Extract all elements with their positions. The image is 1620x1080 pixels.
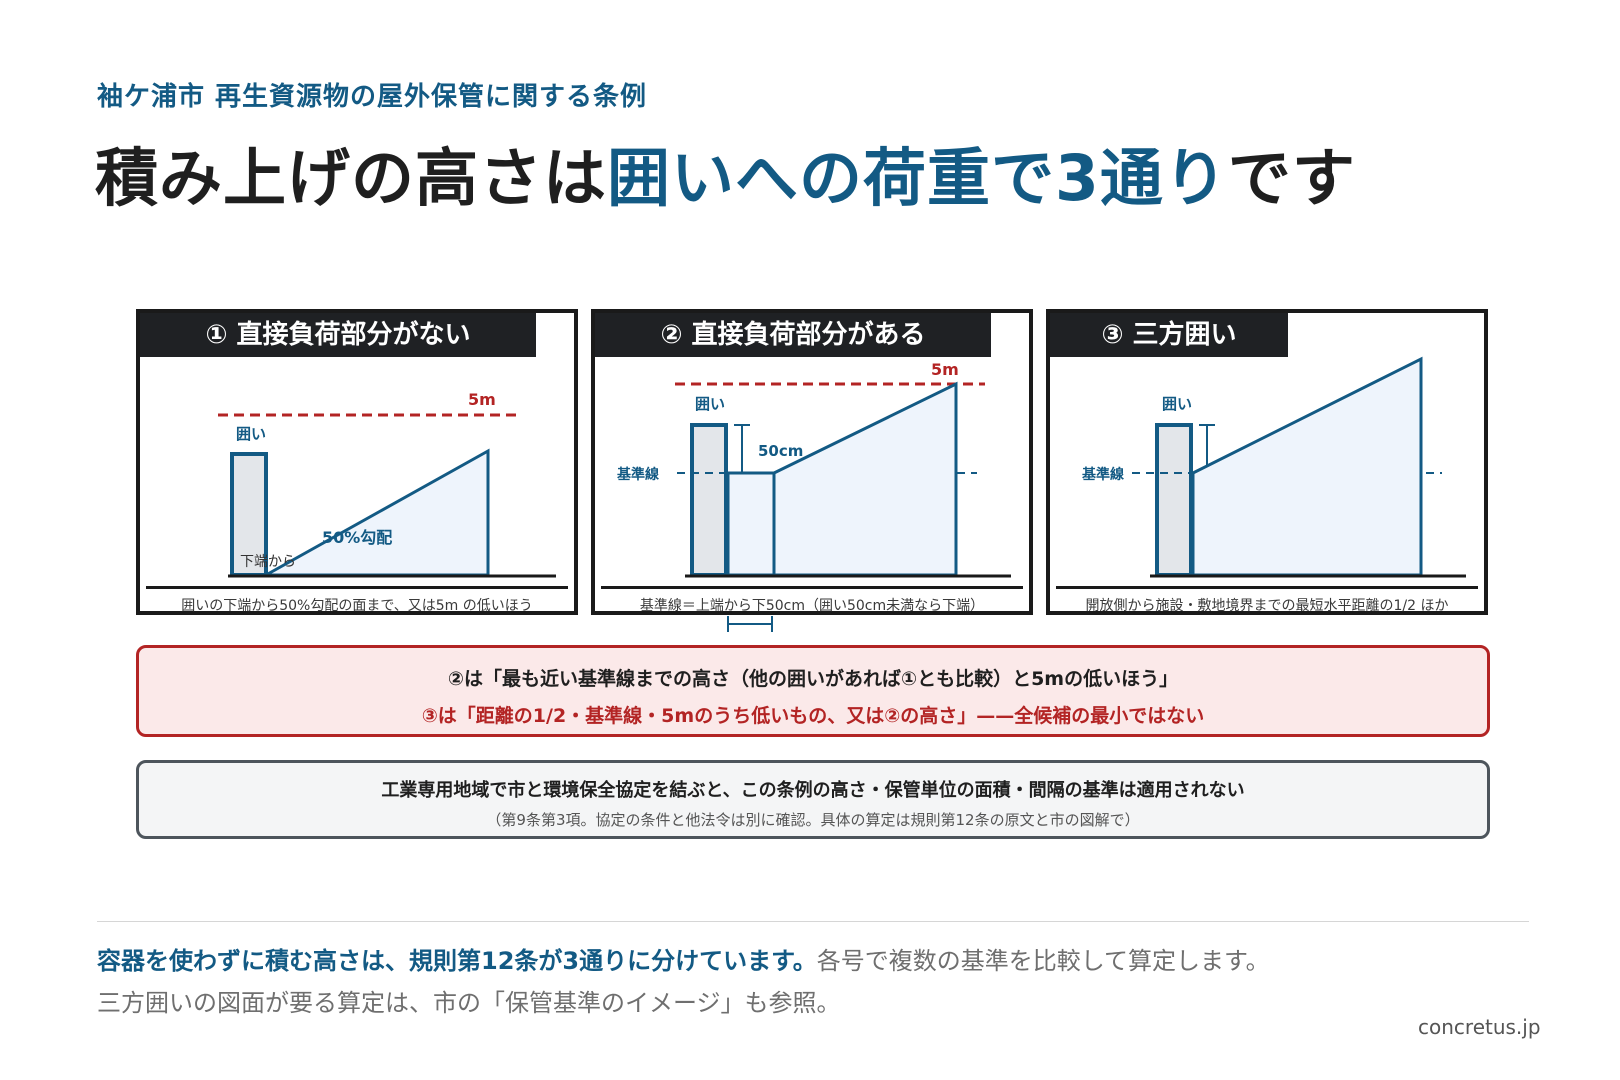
diagram-three-side-fence: 囲い 基準線 bbox=[1082, 356, 1466, 578]
label-5m: 5m bbox=[468, 390, 496, 409]
panel-tag: ② 直接負荷部分がある bbox=[595, 313, 991, 357]
label-bottom: 下端から bbox=[240, 554, 296, 570]
label-5m: 5m bbox=[931, 360, 959, 379]
panel-rule bbox=[601, 586, 1023, 589]
footer-strong: 容器を使わずに積む高さは、規則第12条が3通りに分けています。 bbox=[97, 947, 817, 975]
note-gray-line1: 工業専用地域で市と環境保全協定を結ぶと、この条例の高さ・保管単位の面積・間隔の基… bbox=[381, 780, 1245, 801]
label-baseline: 基準線 bbox=[1082, 466, 1124, 483]
diagram-direct-load: 5m 囲い 50cm 基準線 bbox=[617, 360, 1011, 578]
footer-rest: 各号で複数の基準を比較して算定します。三方囲いの図面が要る算定は、市の「保管基準… bbox=[97, 947, 1270, 1017]
panel-tag: ① 直接負荷部分がない bbox=[140, 313, 536, 357]
panel-rule bbox=[146, 586, 568, 589]
label-slope: 50%勾配 bbox=[322, 528, 392, 547]
title-highlight: 囲いへの荷重で3通り bbox=[607, 142, 1228, 215]
load-area bbox=[260, 448, 490, 577]
title-part2: です bbox=[1227, 142, 1356, 215]
title-part1: 積み上げの高さは bbox=[95, 142, 607, 215]
bracket-50cm bbox=[727, 616, 773, 632]
divider bbox=[97, 921, 1529, 922]
note-exemption: 工業専用地域で市と環境保全協定を結ぶと、この条例の高さ・保管単位の面積・間隔の基… bbox=[136, 760, 1490, 839]
load-area bbox=[1191, 356, 1423, 577]
kicker: 袖ケ浦市 再生資源物の屋外保管に関する条例 bbox=[97, 82, 648, 112]
diagram-no-direct-load: 5m 囲い 50%勾配 下端から bbox=[218, 390, 556, 578]
fence bbox=[1155, 423, 1193, 577]
label-fence: 囲い bbox=[1162, 395, 1192, 413]
direct-load-block bbox=[726, 471, 776, 577]
panel-direct-load: ② 直接負荷部分がある 5m 囲い 50cm 基準線 基準線＝上端から下50cm… bbox=[591, 309, 1033, 615]
note-red-line1: ②は「最も近い基準線までの高さ（他の囲いがあれば①とも比較）と5mの低いほう」 bbox=[447, 668, 1179, 690]
note-comparison: ②は「最も近い基準線までの高さ（他の囲いがあれば①とも比較）と5mの低いほう」 … bbox=[136, 645, 1490, 737]
panel-rule bbox=[1056, 586, 1478, 589]
panel-caption: 囲いの下端から50%勾配の面まで、又は5m の低いほう bbox=[181, 598, 533, 614]
panel-three-side-fence: ③ 三方囲い 囲い 基準線 開放側から施設・敷地境界までの最短水平距離の1/2 … bbox=[1046, 309, 1488, 615]
panel-caption: 開放側から施設・敷地境界までの最短水平距離の1/2 ほか bbox=[1085, 598, 1449, 614]
panel-tag: ③ 三方囲い bbox=[1050, 313, 1288, 357]
note-red-line2: ③は「距離の1/2・基準線・5mのうち低いもの、又は②の高さ」——全候補の最小で… bbox=[421, 705, 1205, 727]
panel-caption: 基準線＝上端から下50cm（囲い50cm未満なら下端） bbox=[639, 598, 985, 614]
panel-no-direct-load: ① 直接負荷部分がない 5m 囲い 50%勾配 下端から 囲いの下端から50%勾… bbox=[136, 309, 578, 615]
brand-label: concretus.jp bbox=[1418, 1015, 1541, 1039]
footer-text: 容器を使わずに積む高さは、規則第12条が3通りに分けています。各号で複数の基準を… bbox=[97, 940, 1277, 1024]
load-area bbox=[772, 381, 958, 577]
page-title: 積み上げの高さは囲いへの荷重で3通りです bbox=[95, 128, 1356, 219]
fence bbox=[690, 423, 728, 577]
label-fence: 囲い bbox=[236, 425, 266, 443]
note-gray-line2: （第9条第3項。協定の条件と他法令は別に確認。具体の算定は規則第12条の原文と市… bbox=[486, 811, 1140, 829]
label-fence: 囲い bbox=[695, 395, 725, 413]
label-baseline: 基準線 bbox=[617, 466, 659, 483]
label-50cm: 50cm bbox=[758, 442, 803, 460]
